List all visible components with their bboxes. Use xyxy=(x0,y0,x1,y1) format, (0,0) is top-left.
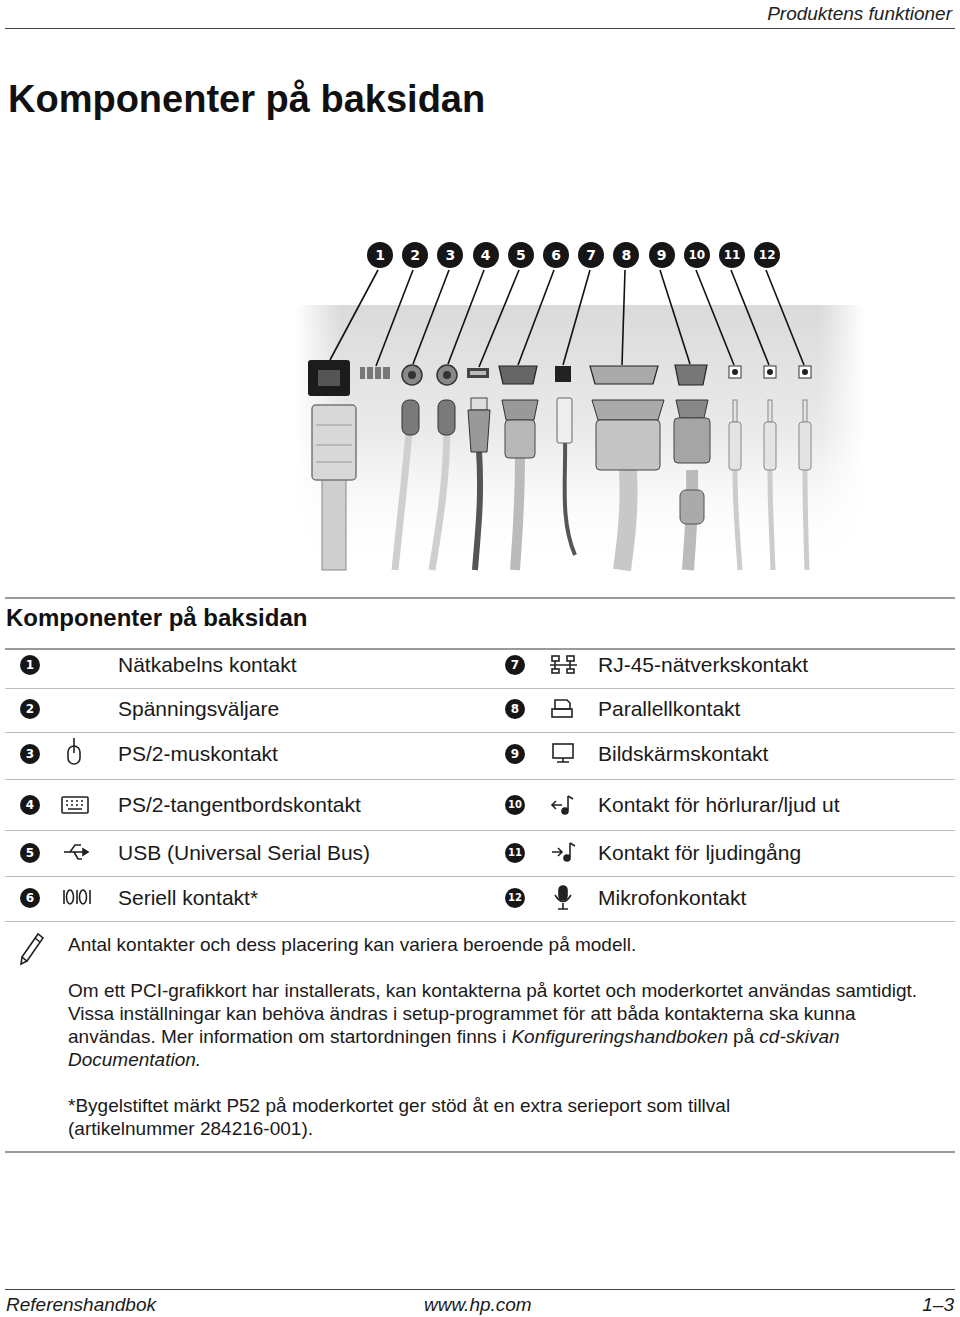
callout-number: 8 xyxy=(613,242,639,268)
table-heading: Komponenter på baksidan xyxy=(6,603,307,633)
row-number: 11 xyxy=(505,843,525,863)
callout-number: 10 xyxy=(684,242,710,268)
row-number: 7 xyxy=(505,655,525,675)
callout-number: 7 xyxy=(578,242,604,268)
row-number: 12 xyxy=(505,888,525,908)
table-cell: PS/2-muskontakt xyxy=(118,741,278,767)
table-rule xyxy=(5,1151,955,1153)
table-rule xyxy=(5,688,955,689)
table-cell: USB (Universal Serial Bus) xyxy=(118,840,370,866)
row-number: 6 xyxy=(20,888,40,908)
note-text: Antal kontakter och dess placering kan v… xyxy=(68,933,636,957)
row-number: 8 xyxy=(505,699,525,719)
note-reference: Konfigureringshandboken xyxy=(511,1026,728,1047)
header-rule xyxy=(5,28,955,29)
callout-number: 4 xyxy=(473,242,499,268)
callout-number: 12 xyxy=(754,242,780,268)
table-cell: Nätkabelns kontakt xyxy=(118,652,297,678)
table-rule xyxy=(5,732,955,733)
callout-number: 2 xyxy=(402,242,428,268)
callout-number: 3 xyxy=(437,242,463,268)
table-cell: Mikrofonkontakt xyxy=(598,885,746,911)
page-title: Komponenter på baksidan xyxy=(8,76,485,122)
row-number: 4 xyxy=(20,795,40,815)
row-number: 2 xyxy=(20,699,40,719)
note-reference: på xyxy=(733,1026,754,1047)
table-rule xyxy=(5,876,955,877)
table-cell: Kontakt för hörlurar/ljud ut xyxy=(598,792,840,818)
note-paragraph: Om ett PCI-grafikkort har installerats, … xyxy=(68,979,943,1071)
footnote: *Bygelstiftet märkt P52 på moderkortet g… xyxy=(68,1094,828,1140)
footer-rule xyxy=(5,1289,955,1290)
row-number: 1 xyxy=(20,655,40,675)
table-cell: Spänningsväljare xyxy=(118,696,279,722)
row-number: 9 xyxy=(505,744,525,764)
callout-number: 1 xyxy=(367,242,393,268)
footer-center: www.hp.com xyxy=(424,1293,532,1317)
row-number: 3 xyxy=(20,744,40,764)
row-number: 5 xyxy=(20,843,40,863)
table-rule xyxy=(5,921,955,922)
table-rule xyxy=(5,648,955,650)
table-cell: Parallellkontakt xyxy=(598,696,740,722)
table-rule xyxy=(5,779,955,780)
callout-number: 6 xyxy=(543,242,569,268)
table-cell: Kontakt för ljudingång xyxy=(598,840,801,866)
footer-left: Referenshandbok xyxy=(6,1293,156,1317)
callout-number: 9 xyxy=(649,242,675,268)
table-rule xyxy=(5,597,955,599)
callout-number: 5 xyxy=(508,242,534,268)
table-cell: RJ-45-nätverkskontakt xyxy=(598,652,808,678)
table-cell: Seriell kontakt* xyxy=(118,885,258,911)
table-cell: Bildskärmskontakt xyxy=(598,741,768,767)
page-number: 1–3 xyxy=(922,1293,954,1317)
table-rule xyxy=(5,830,955,831)
running-header: Produktens funktioner xyxy=(767,2,952,26)
callout-number: 11 xyxy=(719,242,745,268)
table-cell: PS/2-tangentbordskontakt xyxy=(118,792,361,818)
row-number: 10 xyxy=(505,795,525,815)
